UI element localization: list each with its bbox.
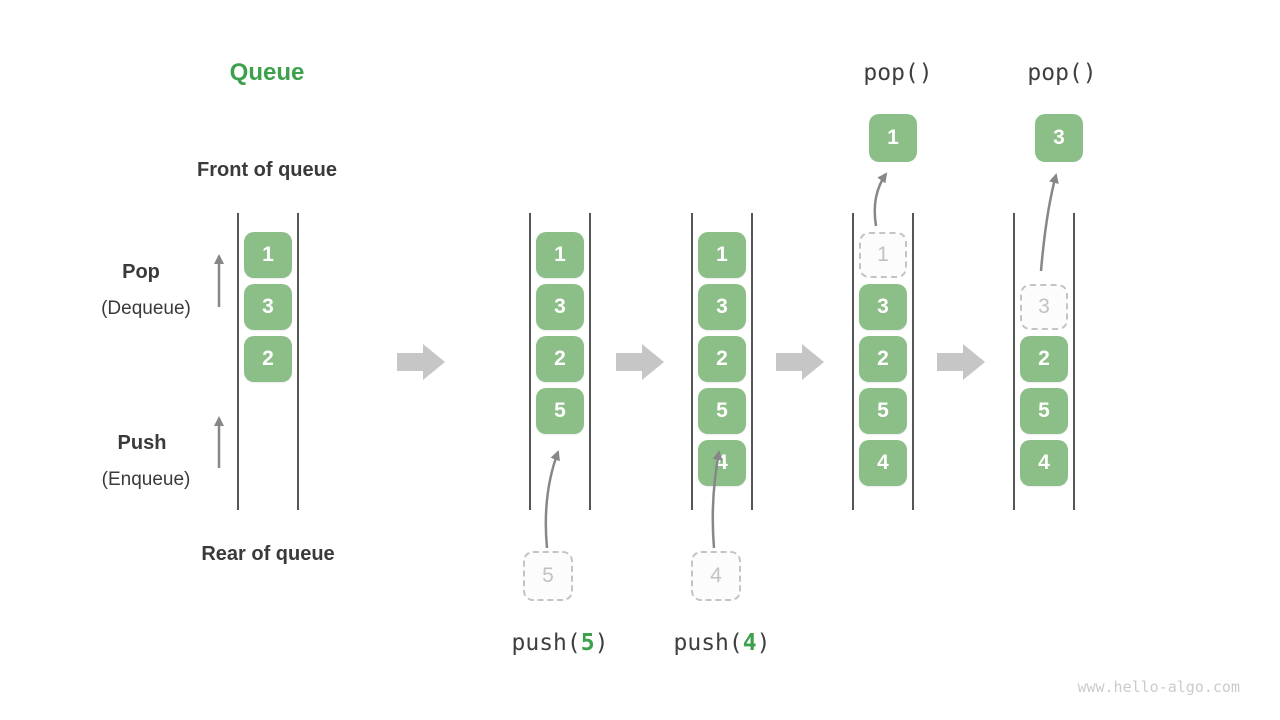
queue-cell: 4 bbox=[1020, 440, 1068, 486]
queue-column-after-push-4: 1 3 2 5 4 bbox=[691, 213, 753, 510]
queue-cell: 1 bbox=[244, 232, 292, 278]
queue-column-pop-3: 3 2 5 4 bbox=[1013, 213, 1075, 510]
ghost-cell: 1 bbox=[859, 232, 907, 278]
push-arg: 5 bbox=[580, 630, 595, 656]
queue-column-initial: 1 3 2 bbox=[237, 213, 299, 510]
rail-left bbox=[237, 213, 239, 510]
incoming-cell: 5 bbox=[523, 551, 573, 601]
ghost-cell: 3 bbox=[1020, 284, 1068, 330]
dequeue-label: (Dequeue) bbox=[101, 298, 191, 319]
queue-cell: 5 bbox=[1020, 388, 1068, 434]
pop-label: Pop bbox=[122, 261, 160, 283]
rail-left bbox=[691, 213, 693, 510]
queue-cell: 2 bbox=[1020, 336, 1068, 382]
enqueue-label: (Enqueue) bbox=[101, 469, 191, 490]
push-operation-label: push(4) bbox=[674, 630, 771, 656]
queue-cell: 2 bbox=[859, 336, 907, 382]
push-close-paren: ) bbox=[756, 630, 771, 656]
push-label: Push bbox=[117, 432, 167, 454]
queue-cell: 1 bbox=[536, 232, 584, 278]
queue-cell: 3 bbox=[244, 284, 292, 330]
push-arg: 4 bbox=[742, 630, 757, 656]
pop-operation-label: pop() bbox=[863, 60, 933, 86]
queue-cell: 5 bbox=[536, 388, 584, 434]
flow-arrow bbox=[937, 344, 985, 380]
queue-column-pop-1: 1 3 2 5 4 bbox=[852, 213, 914, 510]
rail-right bbox=[751, 213, 753, 510]
queue-cell: 4 bbox=[859, 440, 907, 486]
queue-cell: 4 bbox=[698, 440, 746, 486]
rail-left bbox=[529, 213, 531, 510]
queue-cell: 5 bbox=[859, 388, 907, 434]
queue-cell: 3 bbox=[698, 284, 746, 330]
rail-right bbox=[912, 213, 914, 510]
popped-cell: 3 bbox=[1035, 114, 1083, 162]
watermark: www.hello-algo.com bbox=[1077, 678, 1240, 696]
queue-cell: 2 bbox=[698, 336, 746, 382]
queue-cell: 5 bbox=[698, 388, 746, 434]
queue-cell: 2 bbox=[244, 336, 292, 382]
queue-cell: 2 bbox=[536, 336, 584, 382]
flow-arrow bbox=[776, 344, 824, 380]
flow-arrow bbox=[397, 344, 445, 380]
rail-right bbox=[1073, 213, 1075, 510]
rail-left bbox=[852, 213, 854, 510]
incoming-cell: 4 bbox=[691, 551, 741, 601]
queue-column-after-push-5: 1 3 2 5 bbox=[529, 213, 591, 510]
popped-cell: 1 bbox=[869, 114, 917, 162]
rear-of-queue-label: Rear of queue bbox=[201, 543, 335, 565]
queue-cell: 3 bbox=[536, 284, 584, 330]
diagram-title: Queue bbox=[229, 59, 305, 86]
flow-arrow bbox=[616, 344, 664, 380]
push-fn-text: push( bbox=[673, 630, 743, 656]
pop-operation-label: pop() bbox=[1027, 60, 1097, 86]
push-close-paren: ) bbox=[594, 630, 609, 656]
queue-cell: 1 bbox=[698, 232, 746, 278]
push-fn-text: push( bbox=[511, 630, 581, 656]
rail-left bbox=[1013, 213, 1015, 510]
queue-cell: 3 bbox=[859, 284, 907, 330]
rail-right bbox=[589, 213, 591, 510]
rail-right bbox=[297, 213, 299, 510]
front-of-queue-label: Front of queue bbox=[197, 159, 337, 181]
push-operation-label: push(5) bbox=[512, 630, 609, 656]
